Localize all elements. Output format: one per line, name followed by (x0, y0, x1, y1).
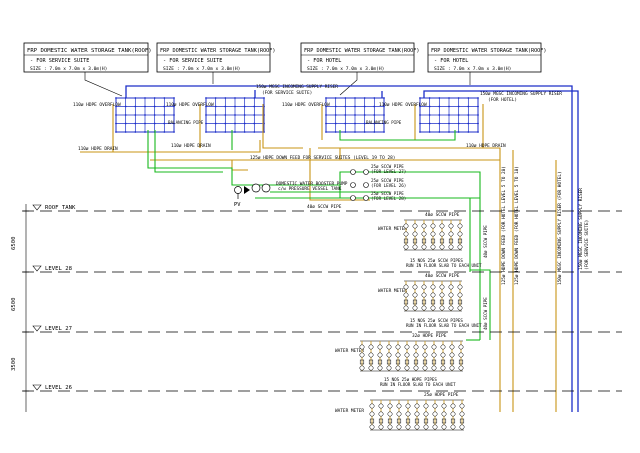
svg-text:25ø SCCW PIPE: 25ø SCCW PIPE (371, 178, 404, 183)
svg-text:(FOR SERVICE SUITE): (FOR SERVICE SUITE) (262, 90, 312, 96)
svg-text:- FOR HOTEL: - FOR HOTEL (307, 58, 341, 64)
svg-text:150ø MGSC INCOMING SUPPLY RISE: 150ø MGSC INCOMING SUPPLY RISER (FOR HOT… (557, 171, 563, 285)
meter-bank-4 (369, 399, 465, 431)
tank-title-text-1: FRP DOMESTIC WATER STORAGE TANK(ROOF) (27, 48, 152, 54)
svg-text:RUN IN FLOOR SLAB TO EACH UNIT: RUN IN FLOOR SLAB TO EACH UNIT (406, 263, 482, 268)
svg-text:LEVEL 27: LEVEL 27 (45, 326, 72, 332)
svg-text:- FOR SERVICE SUITE: - FOR SERVICE SUITE (30, 58, 89, 64)
svg-text:125ø HDPE DOWN FEED (FOR HOTEL: 125ø HDPE DOWN FEED (FOR HOTEL LEVEL 5 T… (514, 166, 520, 285)
svg-text:- FOR HOTEL: - FOR HOTEL (434, 58, 468, 64)
svg-text:FRP DOMESTIC WATER STORAGE TAN: FRP DOMESTIC WATER STORAGE TANK(ROOF) (304, 48, 420, 54)
svg-text:(FOR LEVEL 28): (FOR LEVEL 28) (371, 196, 406, 201)
title-leaders (84, 72, 471, 97)
svg-text:- FOR SERVICE SUITE: - FOR SERVICE SUITE (163, 58, 222, 64)
svg-text:WATER METER: WATER METER (335, 348, 364, 354)
svg-text:SIZE : 7.0m x 7.0m x 3.0m(H): SIZE : 7.0m x 7.0m x 3.0m(H) (307, 66, 384, 72)
meter-bank-3 (359, 340, 464, 372)
svg-text:40ø SCCW PIPE: 40ø SCCW PIPE (307, 204, 342, 210)
svg-text:25ø SCCW PIPE: 25ø SCCW PIPE (371, 191, 404, 196)
svg-text:SIZE : 7.0m x 7.0m x 3.0m(H): SIZE : 7.0m x 7.0m x 3.0m(H) (30, 66, 107, 72)
tank-title-1: FRP DOMESTIC WATER STORAGE TANK(ROOF) - … (23, 42, 152, 73)
svg-text:BALANCING PIPE: BALANCING PIPE (168, 120, 204, 125)
dimension-line (23, 204, 29, 412)
svg-text:DOMESTIC WATER BOOSTER PUMP: DOMESTIC WATER BOOSTER PUMP (276, 181, 348, 187)
dim-3: 3500 (11, 358, 17, 371)
dim-2: 6500 (11, 298, 17, 311)
svg-text:15 NOS 25ø HDPE PIPES: 15 NOS 25ø HDPE PIPES (384, 377, 437, 382)
svg-text:(FOR HOTEL): (FOR HOTEL) (488, 97, 517, 103)
svg-text:PV: PV (234, 202, 241, 208)
booster-pump: PV DOMESTIC WATER BOOSTER PUMP c/w PRESS… (234, 181, 348, 208)
dim-1: 6500 (11, 237, 17, 250)
svg-text:110ø HDPE DRAIN: 110ø HDPE DRAIN (171, 143, 211, 149)
water-tank-4 (419, 97, 479, 133)
svg-text:110ø HDPE DRAIN: 110ø HDPE DRAIN (466, 143, 506, 149)
svg-text:15 NOS 25ø SCCW PIPES: 15 NOS 25ø SCCW PIPES (410, 258, 463, 263)
level-label-26: LEVEL 26 (32, 384, 72, 391)
level-label-27: LEVEL 27 (32, 325, 72, 332)
tank-title-4: FRP DOMESTIC WATER STORAGE TANK(ROOF) - … (427, 42, 547, 73)
svg-text:40ø SCCW PIPE: 40ø SCCW PIPE (425, 273, 460, 279)
svg-text:BALANCING PIPE: BALANCING PIPE (366, 120, 402, 125)
branch-lines (147, 130, 491, 341)
water-tank-3 (325, 97, 385, 133)
water-tanks (115, 97, 479, 133)
supply-risers (125, 85, 579, 412)
feed-lines (112, 104, 557, 412)
svg-text:SIZE : 7.0m x 7.0m x 3.0m(H): SIZE : 7.0m x 7.0m x 3.0m(H) (434, 66, 511, 72)
tank-title-2: FRP DOMESTIC WATER STORAGE TANK(ROOF) - … (156, 42, 276, 73)
svg-text:FRP DOMESTIC WATER STORAGE TAN: FRP DOMESTIC WATER STORAGE TANK(ROOF) (160, 48, 276, 54)
svg-text:125ø HDPE DOWN FEED (FOR HOTEL: 125ø HDPE DOWN FEED (FOR HOTEL LEVEL 5 T… (501, 166, 507, 285)
meter-bank-2 (403, 280, 463, 312)
svg-text:(FOR LEVEL 27): (FOR LEVEL 27) (371, 169, 406, 174)
water-tank-2 (205, 97, 265, 133)
svg-text:150ø MGSC INCOMING SUPPLY RISE: 150ø MGSC INCOMING SUPPLY RISER (480, 91, 562, 97)
svg-text:40ø SCCW PIPE: 40ø SCCW PIPE (483, 225, 488, 258)
svg-text:FRP DOMESTIC WATER STORAGE TAN: FRP DOMESTIC WATER STORAGE TANK(ROOF) (431, 48, 547, 54)
svg-text:110ø HDPE OVERFLOW: 110ø HDPE OVERFLOW (166, 102, 214, 108)
svg-text:110ø HDPE OVERFLOW: 110ø HDPE OVERFLOW (73, 102, 121, 108)
svg-text:(FOR SERVICE SUITE): (FOR SERVICE SUITE) (584, 220, 590, 270)
svg-text:LEVEL 26: LEVEL 26 (45, 385, 72, 391)
level-lines (22, 210, 622, 392)
svg-text:WATER METER: WATER METER (335, 408, 364, 414)
svg-text:40ø SCCW PIPE: 40ø SCCW PIPE (425, 212, 460, 218)
svg-text:WATER METER: WATER METER (378, 226, 407, 232)
svg-text:RUN IN FLOOR SLAB TO EACH UNIT: RUN IN FLOOR SLAB TO EACH UNIT (380, 382, 456, 387)
svg-text:40ø SCCW PIPE: 40ø SCCW PIPE (483, 297, 488, 330)
svg-text:150ø MGSC INCOMING SUPPLY RISE: 150ø MGSC INCOMING SUPPLY RISER (256, 84, 338, 90)
level-label-roof: ROOF TANK (32, 204, 76, 211)
svg-text:RUN IN FLOOR SLAB TO EACH UNIT: RUN IN FLOOR SLAB TO EACH UNIT (406, 323, 482, 328)
branch-valves (350, 169, 369, 201)
svg-text:25ø SCCW PIPE: 25ø SCCW PIPE (371, 164, 404, 169)
svg-text:125ø HDPE DOWN FEED FOR SERVIC: 125ø HDPE DOWN FEED FOR SERVICE SUITES (… (250, 155, 395, 161)
svg-text:32ø HDPE PIPE: 32ø HDPE PIPE (412, 333, 447, 339)
meter-bank-1 (403, 219, 463, 251)
svg-text:110ø HDPE OVERFLOW: 110ø HDPE OVERFLOW (282, 102, 330, 108)
water-tank-1 (115, 97, 175, 133)
svg-text:SIZE : 7.0m x 7.0m x 3.0m(H): SIZE : 7.0m x 7.0m x 3.0m(H) (163, 66, 240, 72)
svg-text:110ø HDPE OVERFLOW: 110ø HDPE OVERFLOW (379, 102, 427, 108)
svg-text:150ø MGSC INCOMING SUPPLY RISE: 150ø MGSC INCOMING SUPPLY RISER (578, 188, 584, 270)
svg-text:LEVEL 28: LEVEL 28 (45, 266, 73, 272)
svg-text:c/w PRESSURE VESSEL TANK: c/w PRESSURE VESSEL TANK (278, 186, 342, 192)
svg-text:(FOR LEVEL 26): (FOR LEVEL 26) (371, 183, 406, 188)
svg-text:15 NOS 25ø SCCW PIPES: 15 NOS 25ø SCCW PIPES (410, 318, 463, 323)
svg-text:ROOF TANK: ROOF TANK (45, 205, 76, 211)
svg-text:WATER METER: WATER METER (378, 288, 407, 294)
level-label-28: LEVEL 28 (32, 265, 73, 272)
svg-text:25ø HDPE PIPE: 25ø HDPE PIPE (424, 392, 459, 398)
tank-title-3: FRP DOMESTIC WATER STORAGE TANK(ROOF) - … (300, 42, 420, 73)
svg-text:110ø HDPE DRAIN: 110ø HDPE DRAIN (78, 146, 118, 152)
meter-banks (359, 219, 465, 431)
